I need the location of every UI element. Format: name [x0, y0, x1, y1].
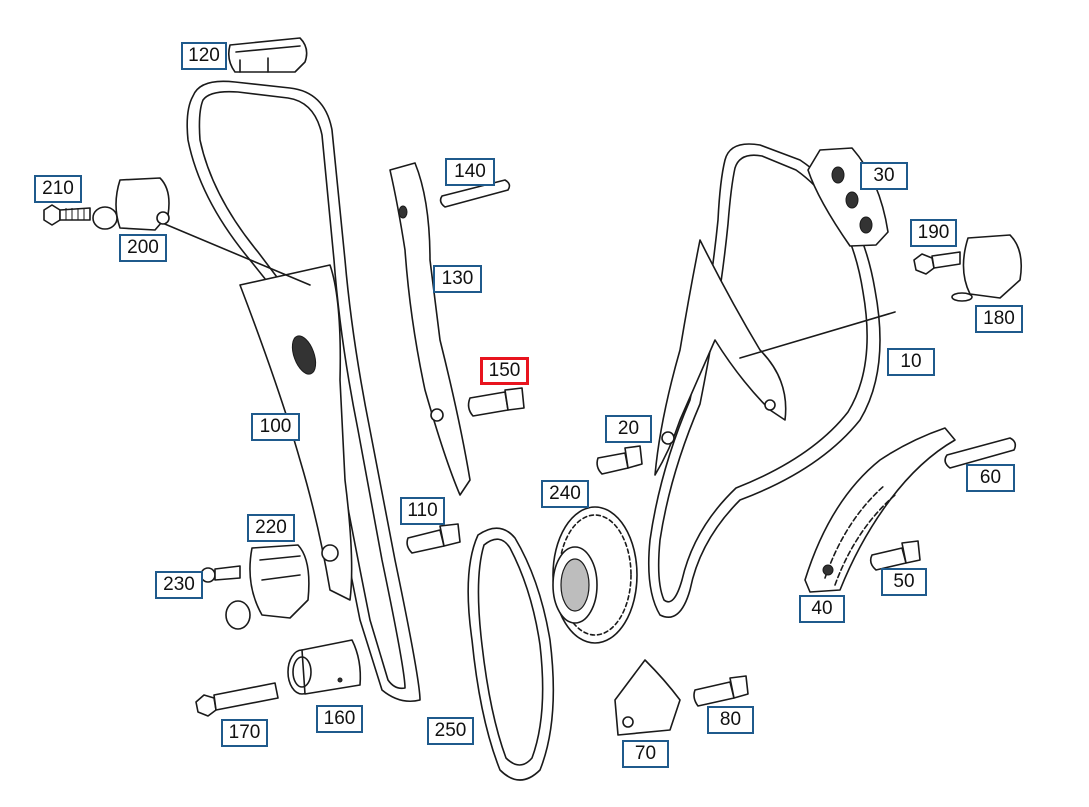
callout-140[interactable]: 140: [445, 158, 495, 186]
part-20-drawing: [596, 445, 643, 475]
part-130-drawing: [389, 162, 471, 496]
callout-130[interactable]: 130: [433, 265, 482, 293]
callout-50[interactable]: 50: [881, 568, 927, 596]
callout-210[interactable]: 210: [34, 175, 82, 203]
part-220-drawing: [225, 544, 310, 630]
callout-180[interactable]: 180: [975, 305, 1023, 333]
part-250-drawing: [467, 527, 555, 781]
part-80-drawing: [693, 675, 749, 707]
part-200-drawing: [92, 177, 170, 231]
callout-10[interactable]: 10: [887, 348, 935, 376]
callout-70[interactable]: 70: [622, 740, 669, 768]
part-230-drawing: [200, 565, 241, 583]
part-70-drawing: [614, 659, 681, 736]
part-110-drawing: [406, 523, 461, 554]
part-140-drawing: [439, 179, 511, 208]
callout-170[interactable]: 170: [221, 719, 268, 747]
callout-60[interactable]: 60: [966, 464, 1015, 492]
callout-20[interactable]: 20: [605, 415, 652, 443]
part-180-drawing: [951, 234, 1023, 302]
part-170-drawing: [195, 682, 279, 717]
callout-220[interactable]: 220: [247, 514, 295, 542]
callout-120[interactable]: 120: [181, 42, 227, 70]
part-50-drawing: [869, 540, 921, 571]
part-150-drawing: [467, 387, 525, 417]
part-240-drawing: [552, 506, 638, 644]
part-60-drawing: [944, 437, 1017, 469]
callout-40[interactable]: 40: [799, 595, 845, 623]
part-210-drawing: [43, 204, 91, 226]
part-40-drawing: [804, 427, 956, 593]
callout-150-selected[interactable]: 150: [480, 357, 529, 385]
callout-200[interactable]: 200: [119, 234, 167, 262]
callout-110[interactable]: 110: [400, 497, 445, 525]
callout-250[interactable]: 250: [427, 717, 474, 745]
callout-230[interactable]: 230: [155, 571, 203, 599]
part-120-drawing: [228, 37, 308, 73]
callout-100[interactable]: 100: [251, 413, 300, 441]
part-190-drawing: [913, 251, 961, 275]
callout-30[interactable]: 30: [860, 162, 908, 190]
callout-190[interactable]: 190: [910, 219, 957, 247]
callout-240[interactable]: 240: [541, 480, 589, 508]
callout-80[interactable]: 80: [707, 706, 754, 734]
callout-160[interactable]: 160: [316, 705, 363, 733]
part-160-drawing: [287, 639, 362, 695]
